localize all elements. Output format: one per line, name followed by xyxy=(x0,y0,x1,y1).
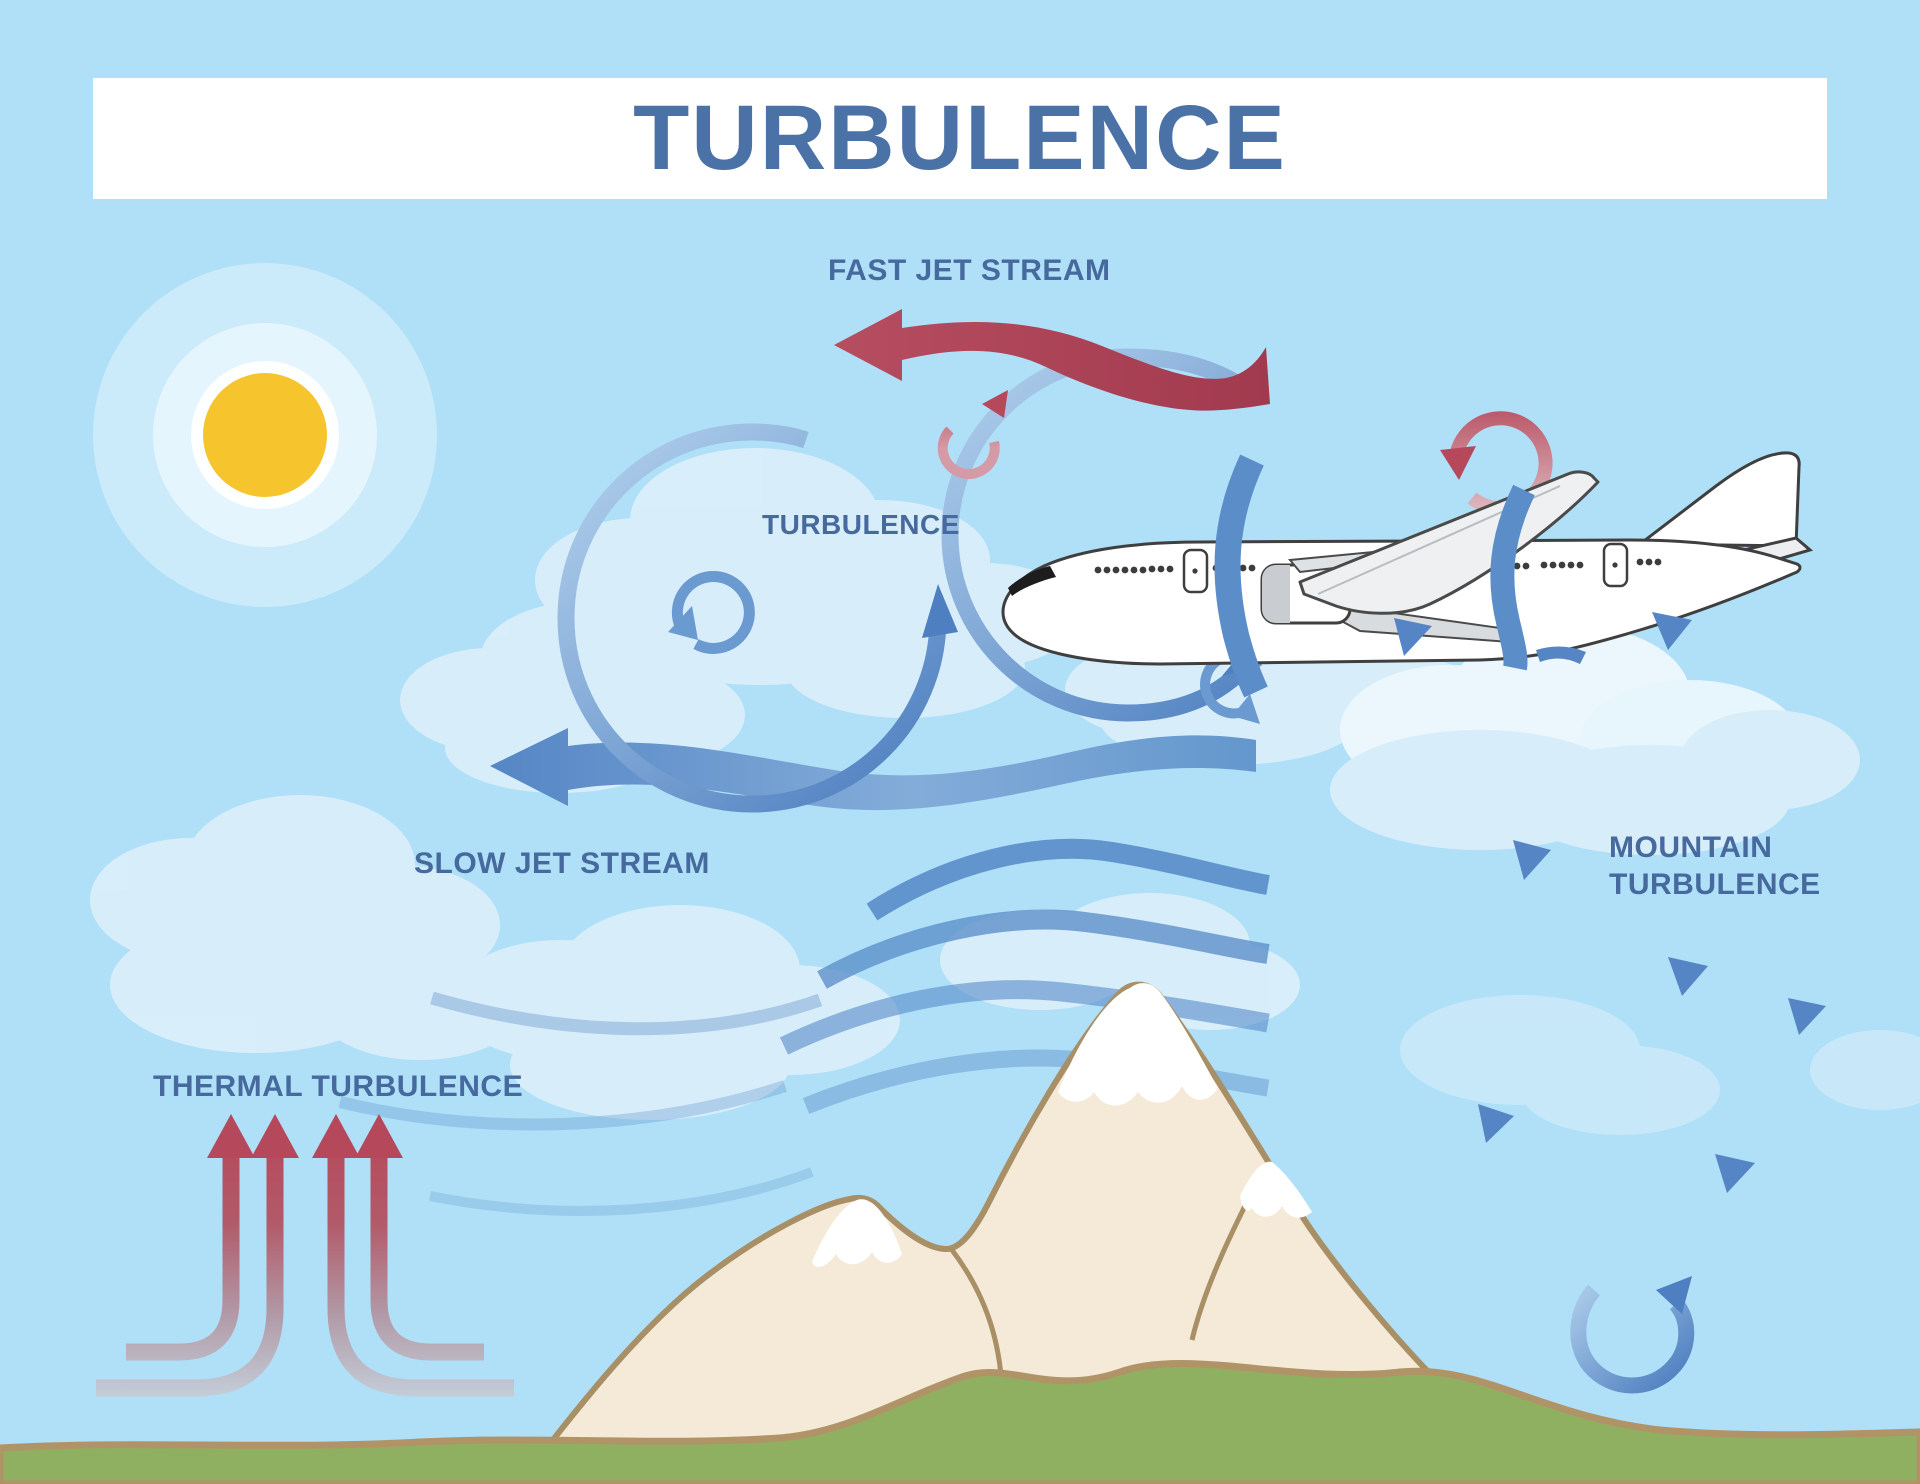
turbulence-label: TURBULENCE xyxy=(762,509,960,540)
small-curl-arrow-icon xyxy=(1232,694,1260,724)
slow-jet-stream-arrow xyxy=(490,728,1256,811)
small-curl-arrow-icon xyxy=(668,606,698,640)
cloud xyxy=(90,795,525,1060)
red-curl-small xyxy=(937,390,1008,480)
mountain-turbulence-line1: MOUNTAIN xyxy=(1609,831,1773,864)
swirl-arrow-icon xyxy=(1656,1276,1692,1314)
cloud xyxy=(1330,625,1860,855)
title-banner: TURBULENCE xyxy=(93,78,1827,199)
page-title: TURBULENCE xyxy=(633,87,1287,189)
cockpit-window-icon xyxy=(1008,566,1056,596)
thermal-arrowhead-icon xyxy=(312,1114,360,1158)
snow-cap-main xyxy=(1058,983,1218,1106)
slow-jet-stream-label: SLOW JET STREAM xyxy=(414,847,710,880)
turbulence-triangles xyxy=(1394,612,1826,1193)
bottom-swirl xyxy=(1570,1276,1695,1394)
thermal-arrows xyxy=(96,1114,514,1397)
red-curl-arrow-icon xyxy=(982,390,1008,418)
shear-bands xyxy=(1214,454,1535,698)
thermal-turbulence-label: THERMAL TURBULENCE xyxy=(153,1070,524,1103)
fast-jet-stream-arrow xyxy=(834,309,1270,411)
mountain-turbulence-label: MOUNTAIN TURBULENCE xyxy=(1609,829,1821,903)
fast-jet-stream-label: FAST JET STREAM xyxy=(828,254,1111,287)
thermal-arrowhead-icon xyxy=(355,1114,403,1158)
thermal-arrowhead-icon xyxy=(207,1114,255,1158)
vortex-circle-right xyxy=(941,348,1255,722)
vortex-arrow-icon xyxy=(922,584,958,638)
red-curl-arrow-icon xyxy=(1440,446,1476,480)
tail-fin xyxy=(1635,451,1801,548)
mountain-turbulence-line2: TURBULENCE xyxy=(1609,868,1821,901)
sun-icon xyxy=(93,263,437,607)
mountain xyxy=(539,981,1535,1457)
thermal-arrowhead-icon xyxy=(251,1114,299,1158)
cloud xyxy=(450,905,900,1120)
snow-cap-right xyxy=(1240,1161,1312,1218)
cloud xyxy=(1400,995,1920,1135)
ground xyxy=(0,1360,1920,1484)
vortex-circle-left xyxy=(557,423,947,813)
vortex-circles xyxy=(557,348,1263,813)
snow-cap-left xyxy=(812,1199,902,1268)
small-curl-left xyxy=(671,570,755,654)
